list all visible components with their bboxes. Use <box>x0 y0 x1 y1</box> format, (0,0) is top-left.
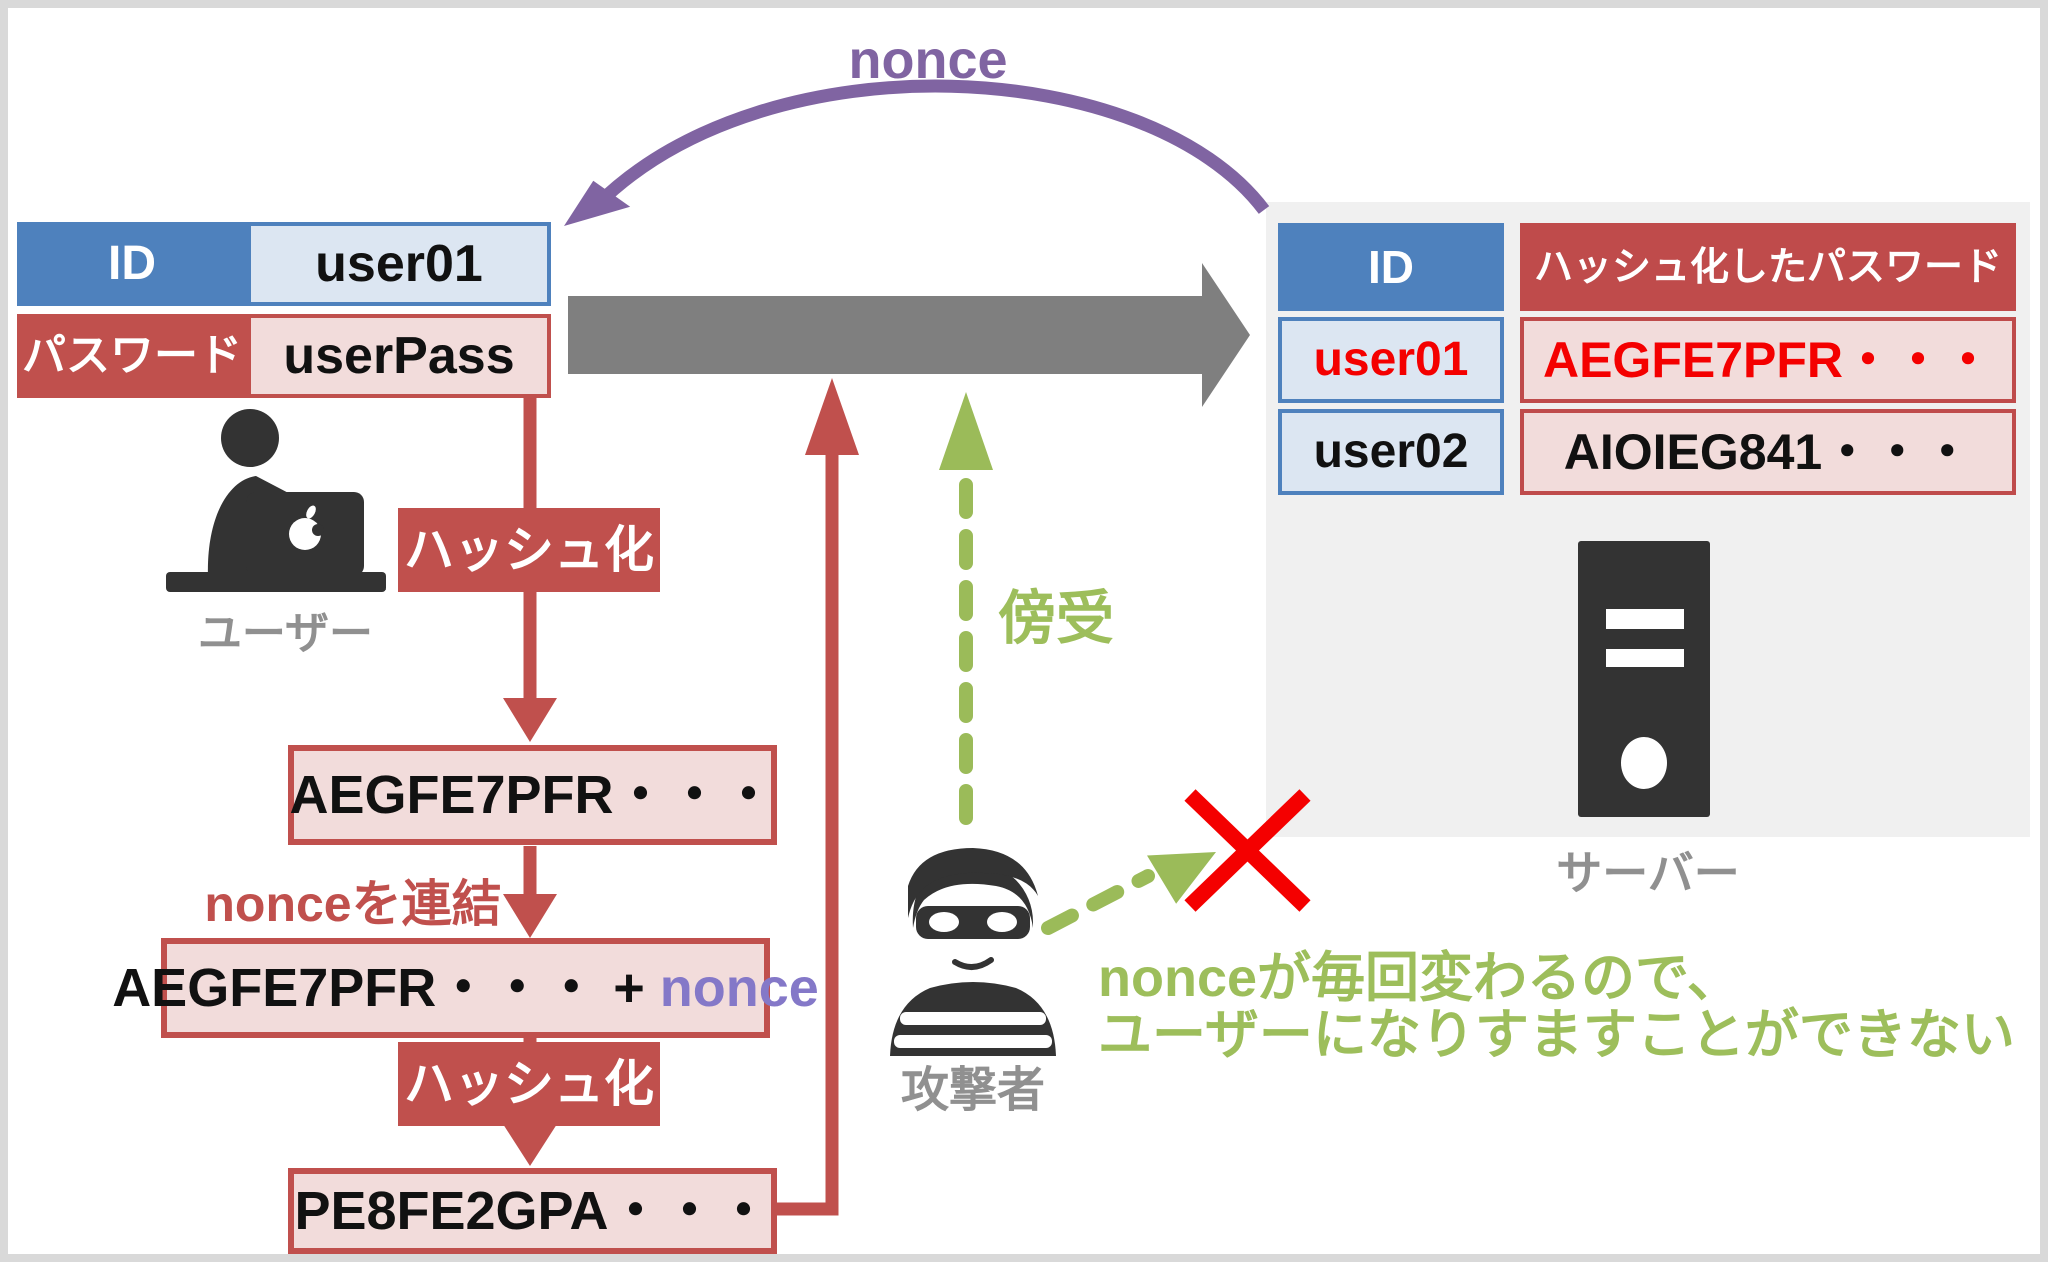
server-caption: サーバー <box>1548 846 1748 900</box>
security-note-line-1: nonceが毎回変わるので、 <box>1098 948 1741 1008</box>
hashed-value-text: AEGFE7PFR・・・ <box>289 765 776 825</box>
server-password-row-2-text: AIOIEG841・・・ <box>1563 424 1973 480</box>
server-id-header: ID <box>1278 223 1504 311</box>
concat-caption-text: nonceを連結 <box>204 876 502 932</box>
flow-arrow-down-4 <box>503 1124 557 1166</box>
server-id-row-1-text: user01 <box>1313 333 1469 386</box>
eavesdrop-label-text: 傍受 <box>997 586 1114 651</box>
server-password-row-1-text: AEGFE7PFR・・・ <box>1542 332 1994 388</box>
server-password-header: ハッシュ化したパスワード <box>1520 223 2016 311</box>
client-id-value: user01 <box>247 222 551 306</box>
user-icon <box>166 409 386 592</box>
server-id-row-1: user01 <box>1278 317 1504 403</box>
flow-arrow-down-2 <box>503 846 557 938</box>
security-note: nonceが毎回変わるので、 ユーザーになりすますことができない <box>1098 950 2018 1064</box>
hash-box-1-text: ハッシュ化 <box>404 522 654 578</box>
server-id-row-2-text: user02 <box>1313 425 1469 478</box>
nonce-label: nonce <box>788 28 1068 92</box>
connector-layer <box>503 79 1311 1216</box>
concat-nonce-text: nonce <box>659 958 819 1018</box>
server-icon <box>1578 541 1710 817</box>
eavesdrop-arrow <box>939 392 993 825</box>
user-caption: ユーザー <box>178 610 393 658</box>
client-id-header: ID <box>17 222 247 306</box>
attacker-caption-text: 攻撃者 <box>900 1064 1045 1117</box>
hash-box-1: ハッシュ化 <box>398 508 660 592</box>
concat-box: AEGFE7PFR・・・ + nonce <box>112 938 819 1038</box>
blocked-x-icon <box>1184 789 1311 912</box>
server-id-header-text: ID <box>1368 241 1414 293</box>
concat-caption: nonceを連結 <box>203 876 503 932</box>
hash-box-2: ハッシュ化 <box>398 1042 660 1126</box>
client-id-value-text: user01 <box>315 235 483 293</box>
client-password-value: userPass <box>247 314 551 398</box>
server-id-row-2: user02 <box>1278 409 1504 495</box>
server-caption-text: サーバー <box>1556 847 1740 899</box>
result-box: PE8FE2GPA・・・ <box>288 1168 777 1254</box>
impersonate-arrow <box>1041 852 1216 935</box>
response-arrow <box>777 378 859 1216</box>
request-arrow <box>568 263 1250 407</box>
client-password-value-text: userPass <box>283 327 515 385</box>
client-id-header-text: ID <box>108 237 156 290</box>
attacker-caption: 攻撃者 <box>888 1064 1058 1118</box>
result-value-text: PE8FE2GPA・・・ <box>294 1181 771 1241</box>
nonce-return-arrow <box>564 79 1270 226</box>
client-password-header: パスワード <box>17 314 247 398</box>
server-password-row-2: AIOIEG841・・・ <box>1520 409 2016 495</box>
eavesdrop-label: 傍受 <box>986 586 1126 652</box>
client-password-header-text: パスワード <box>22 331 242 380</box>
hashed-value-box: AEGFE7PFR・・・ <box>288 745 777 845</box>
hash-box-2-text: ハッシュ化 <box>404 1056 654 1112</box>
concat-prefix-text: AEGFE7PFR・・・ + <box>112 958 660 1018</box>
server-password-header-text: ハッシュ化したパスワード <box>1533 245 2002 289</box>
user-caption-text: ユーザー <box>197 609 374 658</box>
nonce-label-text: nonce <box>848 30 1008 90</box>
attacker-icon <box>890 848 1056 1056</box>
server-password-row-1: AEGFE7PFR・・・ <box>1520 317 2016 403</box>
security-note-line-2: ユーザーになりすますことができない <box>1098 1005 2015 1065</box>
